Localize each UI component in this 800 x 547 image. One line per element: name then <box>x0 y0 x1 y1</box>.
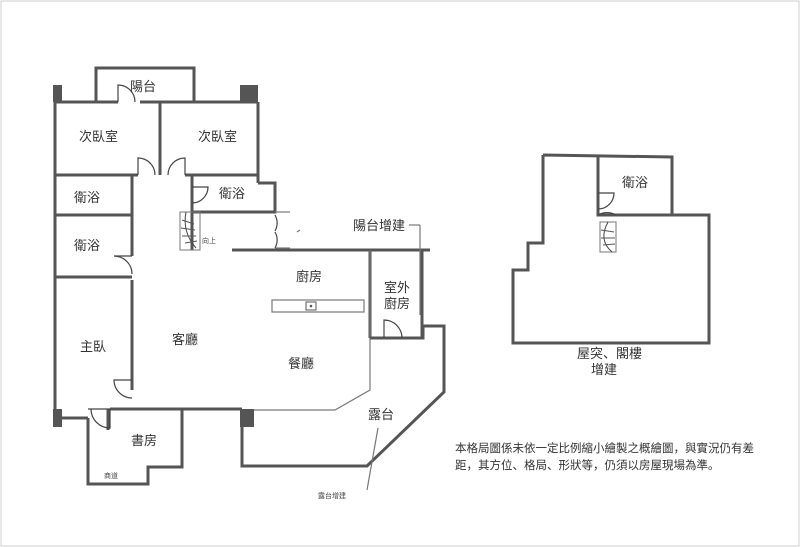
room-label-dining: 餐廳 <box>288 356 314 372</box>
room-label-outdoor-kitchen-2: 廚房 <box>384 296 410 312</box>
room-label-bath-3: 衛浴 <box>74 239 100 254</box>
room-label-terrace: 露台 <box>368 408 394 423</box>
structural-pillars <box>53 85 258 427</box>
leader-lines <box>366 224 421 491</box>
disclaimer-note: 本格局圖係未依一定比例縮小繪製之概繪圖，與實況仍有差距，其方位、格局、形狀等，仍… <box>455 441 754 472</box>
room-label-living: 客廳 <box>172 332 198 348</box>
room-label-bedroom-2a: 次臥室 <box>79 129 118 145</box>
room-label-bath-2: 衛浴 <box>219 187 245 202</box>
room-label-kitchen: 廚房 <box>296 269 322 285</box>
room-label-master: 主臥 <box>80 340 106 355</box>
attic-caption-line1: 屋突、閣樓 <box>577 346 642 362</box>
door-swings <box>88 84 403 429</box>
stairs-main <box>179 211 201 251</box>
attic-caption-line2: 增建 <box>591 363 617 378</box>
annotation-stair-up: 向上 <box>202 236 216 245</box>
annotation-balcony-extension: 陽台增建 <box>353 219 405 234</box>
annotation-study-small: 商道 <box>104 471 118 480</box>
room-label-bath-attic: 衛浴 <box>622 176 648 191</box>
attic-walls <box>511 153 711 345</box>
annotation-terrace-extension: 露台增建 <box>318 491 346 500</box>
room-label-outdoor-kitchen-1: 室外 <box>384 280 410 296</box>
room-label-bedroom-2b: 次臥室 <box>198 129 237 145</box>
room-label-bath-1: 衛浴 <box>74 191 100 206</box>
room-label-study: 書房 <box>131 433 157 449</box>
room-label-balcony: 陽台 <box>130 80 156 95</box>
